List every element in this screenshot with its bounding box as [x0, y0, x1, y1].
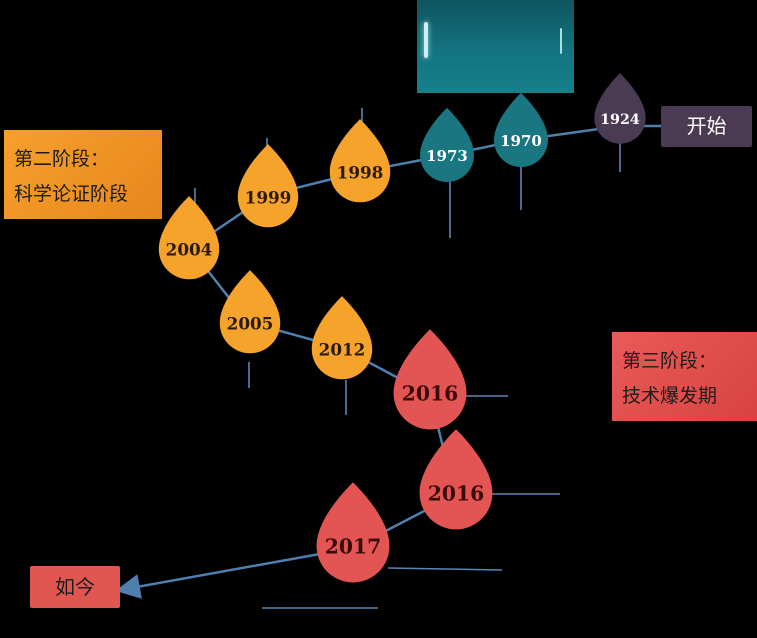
milestone-drop — [494, 92, 548, 167]
milestone-year-label: 2016 — [402, 382, 458, 406]
milestone-drop — [393, 329, 467, 430]
milestone-1998: 1998 — [329, 119, 391, 203]
panel-highlight-right — [560, 28, 562, 54]
milestone-2005: 2005 — [219, 270, 281, 354]
milestone-drop — [329, 119, 391, 203]
milestone-2016: 2016 — [393, 329, 467, 430]
stage-three-subtitle: 技术爆发期 — [622, 385, 718, 407]
connector-line — [387, 567, 503, 571]
milestone-drop — [311, 296, 373, 380]
milestone-year-label: 1970 — [500, 132, 542, 150]
timeline-path — [115, 124, 662, 599]
milestone-2016: 2016 — [419, 429, 493, 530]
milestone-drop — [594, 73, 646, 144]
stage-two-subtitle: 科学论证阶段 — [14, 183, 129, 205]
stage-three-title: 第三阶段： — [622, 350, 718, 372]
stage-two-label: 第二阶段： 科学论证阶段 — [4, 130, 162, 219]
milestone-year-label: 1973 — [426, 147, 468, 165]
milestone-drop — [219, 270, 281, 354]
now-label: 如今 — [30, 566, 120, 608]
milestone-drop — [316, 482, 390, 583]
milestone-1970: 1970 — [494, 92, 548, 167]
milestone-year-label: 2012 — [319, 340, 366, 360]
milestone-year-label: 1998 — [337, 163, 384, 183]
milestone-year-label: 2005 — [227, 314, 274, 334]
milestone-2004: 2004 — [158, 196, 220, 280]
milestone-year-label: 2016 — [428, 482, 484, 506]
milestone-year-label: 2017 — [325, 535, 381, 559]
stage-two-title: 第二阶段： — [14, 148, 110, 170]
connector-lines — [194, 92, 621, 609]
stage-three-label: 第三阶段： 技术爆发期 — [612, 332, 757, 421]
milestone-drop — [237, 144, 299, 228]
milestone-year-label: 1999 — [245, 188, 292, 208]
teal-header-panel — [417, 0, 574, 93]
milestone-1973: 1973 — [420, 107, 474, 182]
start-label: 开始 — [661, 106, 752, 147]
milestone-1999: 1999 — [237, 144, 299, 228]
milestone-year-label: 2004 — [166, 240, 213, 260]
milestone-1924: 1924 — [594, 73, 646, 144]
panel-highlight-left — [424, 22, 428, 58]
milestone-drop — [158, 196, 220, 280]
milestone-2012: 2012 — [311, 296, 373, 380]
milestone-year-label: 1924 — [600, 112, 640, 128]
milestone-drop — [420, 107, 474, 182]
milestone-2017: 2017 — [316, 482, 390, 583]
milestone-drop — [419, 429, 493, 530]
milestone-drops: 1924 1970 1973 1998 1999 2004 2005 2012 2016 2016… — [158, 73, 646, 583]
